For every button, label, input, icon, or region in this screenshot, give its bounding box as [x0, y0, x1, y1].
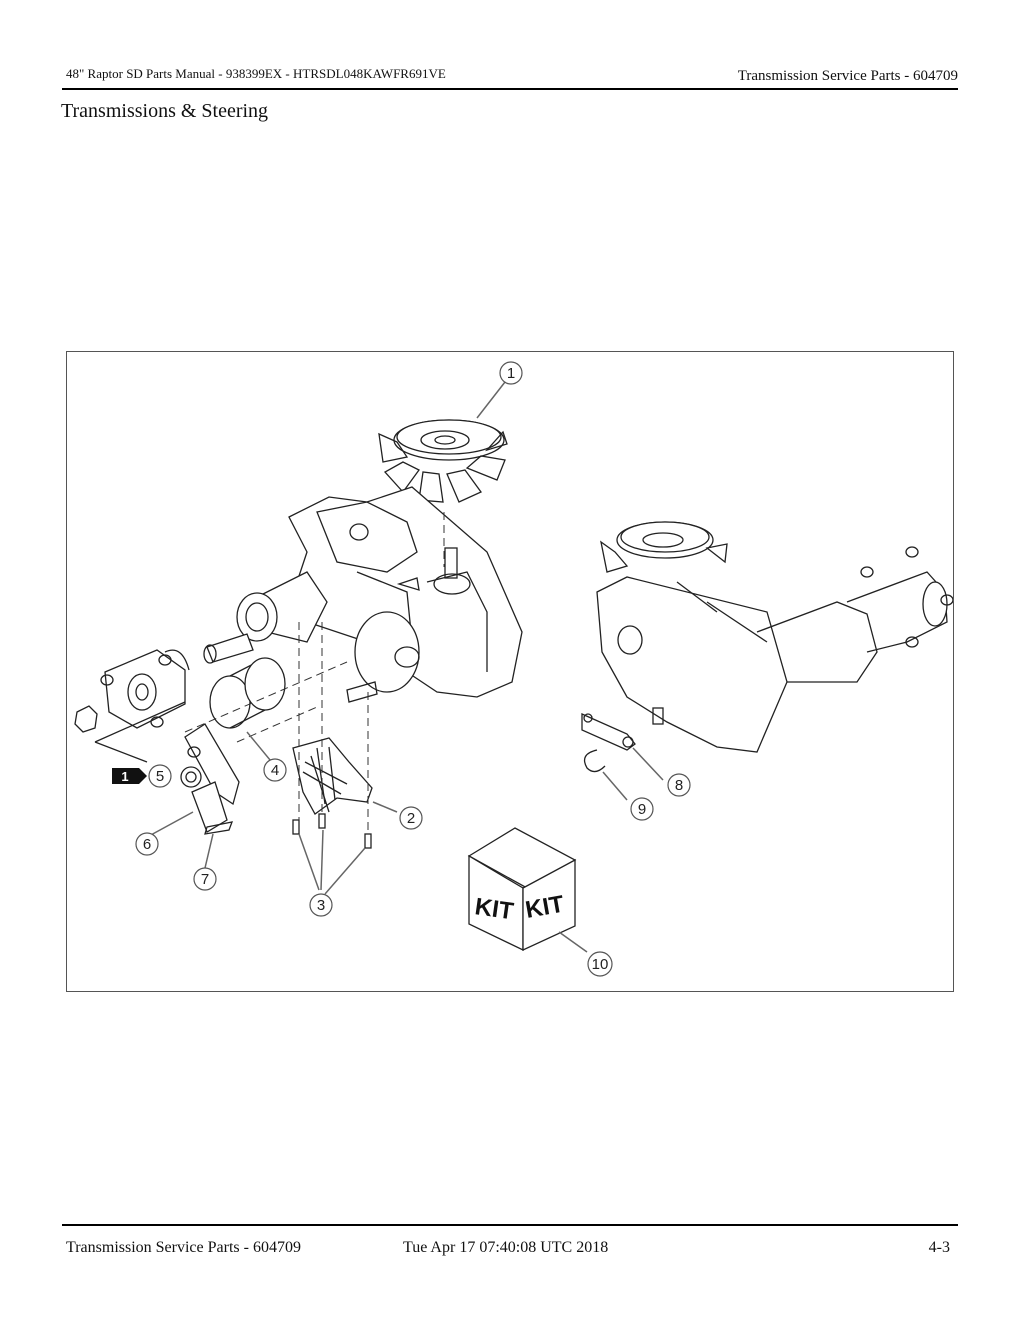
callout-1[interactable]: 1 — [499, 361, 523, 385]
bearing-drawing — [209, 657, 286, 729]
callout-4[interactable]: 4 — [263, 758, 287, 782]
reference-badge: 1 — [112, 768, 147, 784]
callout-3[interactable]: 3 — [309, 893, 333, 917]
footer-rule — [62, 1224, 958, 1226]
callout-7[interactable]: 7 — [193, 867, 217, 891]
footer-section: Transmission Service Parts - 604709 — [66, 1239, 301, 1256]
kit-label-right: KIT — [523, 891, 566, 924]
callout-9[interactable]: 9 — [630, 797, 654, 821]
svg-text:3: 3 — [317, 897, 325, 914]
parts-diagram: KIT KIT 1 1 2 3 4 5 6 — [66, 351, 954, 992]
header-rule — [62, 88, 958, 90]
svg-text:4: 4 — [271, 762, 279, 779]
svg-text:5: 5 — [156, 768, 164, 785]
kit-label-left: KIT — [473, 893, 515, 925]
svg-text:10: 10 — [592, 956, 609, 973]
header-manual-title: 48" Raptor SD Parts Manual - 938399EX - … — [66, 66, 446, 81]
svg-text:6: 6 — [143, 836, 151, 853]
transmission-left-drawing — [203, 486, 523, 703]
steering-arm-drawing — [581, 707, 664, 773]
svg-text:9: 9 — [638, 801, 646, 818]
svg-text:1: 1 — [121, 769, 128, 784]
callout-10[interactable]: 10 — [587, 951, 613, 977]
fan-pulley-drawing — [378, 419, 508, 503]
bolts-drawing — [292, 813, 372, 849]
svg-text:1: 1 — [507, 365, 515, 382]
kit-box-drawing — [467, 827, 577, 952]
svg-text:7: 7 — [201, 871, 209, 888]
brake-arm-drawing — [180, 723, 240, 835]
callout-6[interactable]: 6 — [135, 832, 159, 856]
callout-2[interactable]: 2 — [399, 806, 423, 830]
wheel-hub-drawing — [74, 649, 190, 763]
svg-text:2: 2 — [407, 810, 415, 827]
header-section: Transmission Service Parts - 604709 — [737, 68, 958, 84]
footer-page-number: 4-3 — [928, 1239, 950, 1256]
callout-5[interactable]: 5 — [148, 764, 172, 788]
parts-diagram-svg: KIT KIT 1 1 2 3 4 5 6 — [74, 361, 953, 977]
callout-8[interactable]: 8 — [667, 773, 691, 797]
section-title: Transmissions & Steering — [61, 100, 269, 122]
bracket-drawing — [292, 737, 373, 815]
transmission-right-drawing — [596, 521, 953, 753]
svg-text:8: 8 — [675, 777, 683, 794]
footer-timestamp: Tue Apr 17 07:40:08 UTC 2018 — [403, 1239, 609, 1256]
